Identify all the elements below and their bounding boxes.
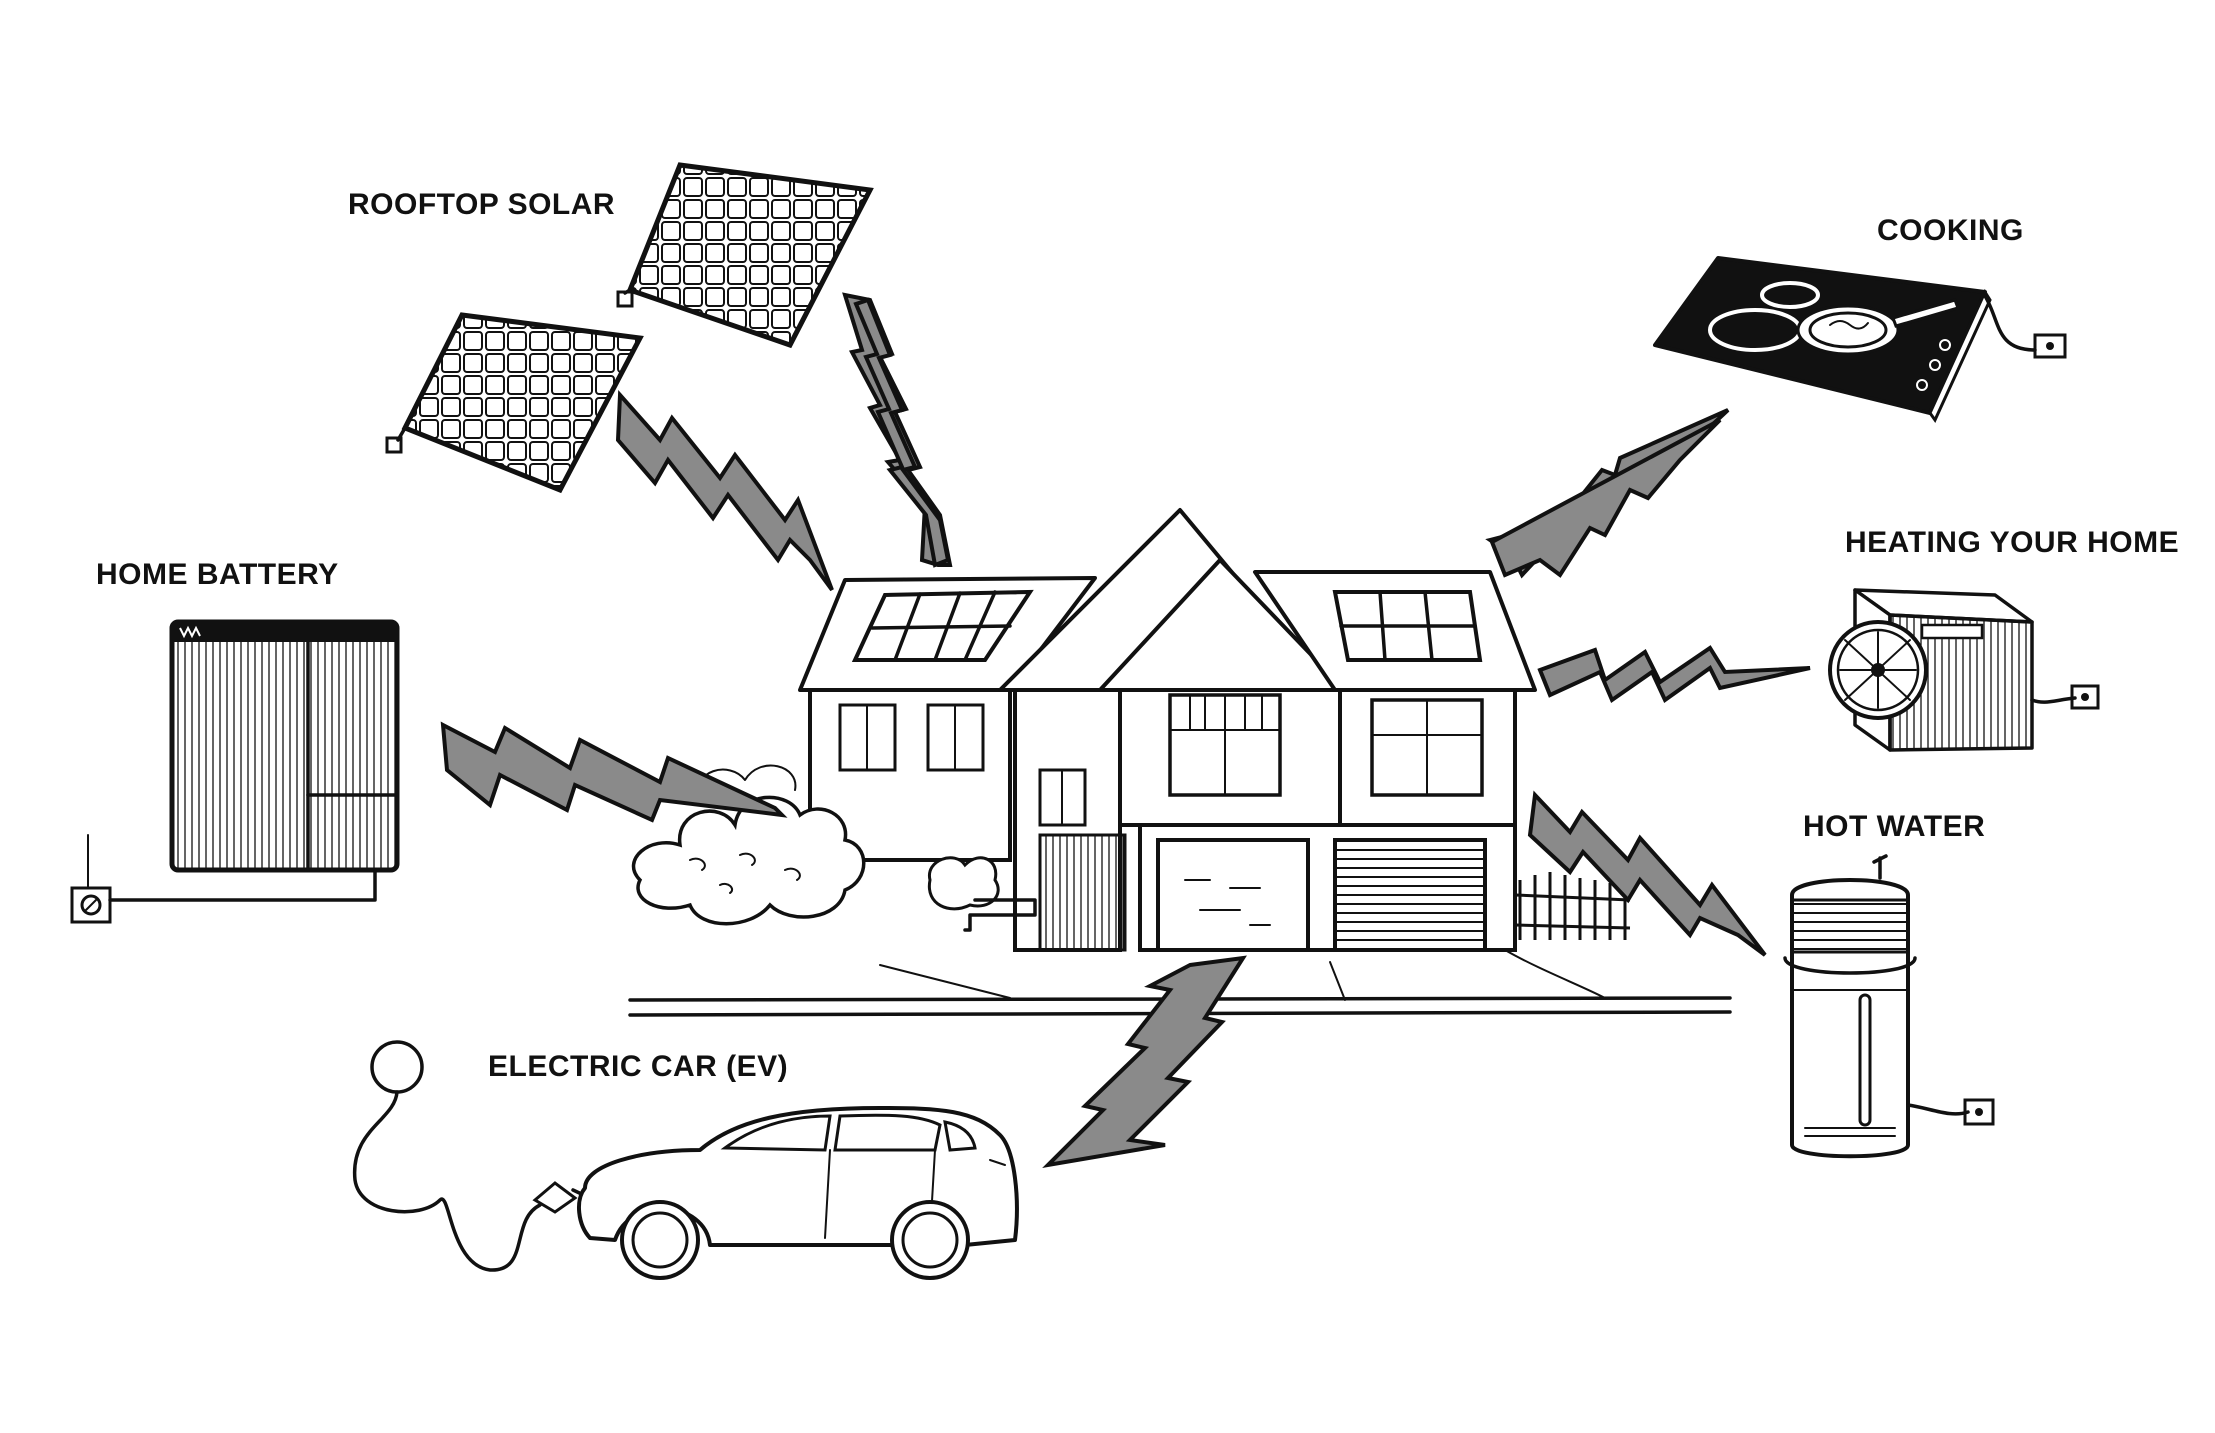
label-heating: HEATING YOUR HOME — [1845, 526, 2180, 559]
energy-bolt-icon — [1537, 645, 1811, 704]
label-cooking: COOKING — [1877, 214, 2024, 247]
solar-panel-icon — [385, 162, 874, 494]
label-home-battery: HOME BATTERY — [96, 558, 339, 591]
energy-bolt-icon — [842, 292, 953, 568]
energy-bolt-icon — [1042, 955, 1247, 1169]
water-heater-icon — [1783, 854, 1995, 1159]
energy-bolt-icon — [615, 389, 834, 592]
label-rooftop-solar: ROOFTOP SOLAR — [348, 188, 616, 221]
heat-pump-icon — [1828, 588, 2100, 752]
label-hot-water: HOT WATER — [1803, 810, 1986, 843]
energy-bolt-icon — [1485, 408, 1730, 579]
cooktop-icon — [1653, 256, 2067, 423]
label-electric-car: ELECTRIC CAR (EV) — [488, 1050, 789, 1083]
house-icon — [628, 508, 1732, 1017]
home-battery-icon — [70, 619, 400, 924]
energy-bolt-icon — [1527, 790, 1767, 957]
energy-bolt-icon — [440, 721, 788, 823]
electric-car-icon — [352, 1040, 1019, 1280]
